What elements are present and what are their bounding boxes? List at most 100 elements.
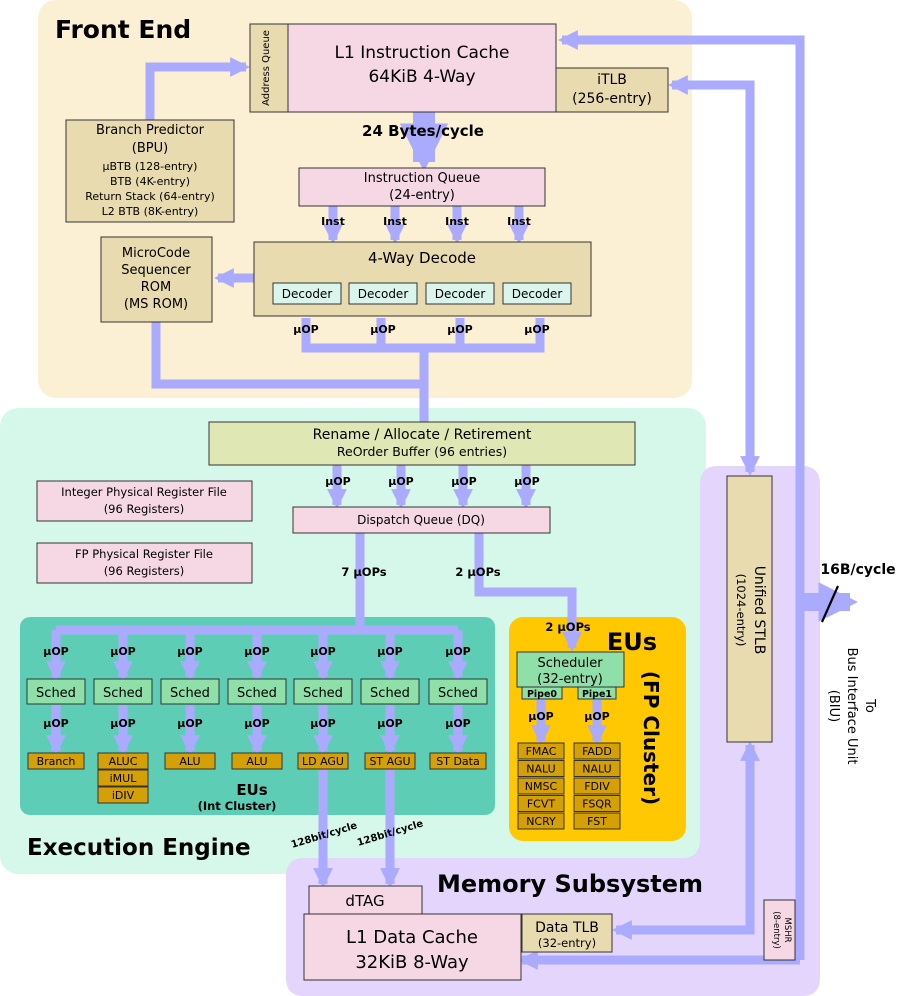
pipe1-box xyxy=(577,686,617,700)
int-sched-box xyxy=(360,678,420,705)
rob-uop-label: µOP xyxy=(388,475,414,488)
fp-scheduler-box xyxy=(516,651,625,688)
int-exec-unit xyxy=(27,752,85,770)
fp-exec-unit-label: FMAC xyxy=(526,745,557,758)
itlb-title: iTLB xyxy=(597,72,627,88)
fp-prf-title: FP Physical Register File xyxy=(75,547,213,561)
int-cluster-units: µOPSchedµOPBranchµOPSchedµOPALUCiMULiDIV… xyxy=(26,645,488,804)
fp-exec-unit xyxy=(517,777,565,795)
fp-exec-unit-label: NMSC xyxy=(525,780,558,793)
l1-instruction-cache-box xyxy=(287,23,557,113)
fp-prf-size: (96 Registers) xyxy=(104,564,185,578)
mshr-title: MSHR xyxy=(782,917,792,942)
int-exec-unit xyxy=(429,752,487,770)
int-exec-unit-label: LD AGU xyxy=(302,755,344,768)
int-cluster-title: EUs xyxy=(236,781,267,799)
address-queue-label: Address Queue xyxy=(261,30,272,106)
address-queue-box xyxy=(249,23,289,113)
fp-exec-unit-label: FST xyxy=(587,815,607,828)
int-sched-label: Sched xyxy=(103,686,143,701)
int-prf-box xyxy=(36,480,253,522)
biu-line: Bus Interface Unit xyxy=(844,648,859,765)
int-uop-label: µOP xyxy=(177,717,203,730)
int-uop-label: µOP xyxy=(110,717,136,730)
instruction-queue-box xyxy=(298,167,546,207)
int-uop-label: µOP xyxy=(310,717,336,730)
fp-cluster-title: EUs xyxy=(607,628,657,656)
inst-label: Inst xyxy=(445,215,469,228)
decoder-label: Decoder xyxy=(512,287,563,301)
fp-scheduler-title: Scheduler xyxy=(537,656,603,671)
int-uop-label: µOP xyxy=(377,717,403,730)
int-uop-label: µOP xyxy=(43,717,69,730)
branch-predictor-box xyxy=(65,119,235,223)
int-exec-unit-label: ALU xyxy=(179,755,200,768)
int-uop-label: µOP xyxy=(445,717,471,730)
ms-rom-box xyxy=(100,236,213,323)
int-uop-label: µOP xyxy=(110,645,136,658)
int-uop-label: µOP xyxy=(43,645,69,658)
fp-exec-unit-label: FDIV xyxy=(584,780,610,793)
int-sched-label: Sched xyxy=(237,686,277,701)
rob-uop-label: µOP xyxy=(325,475,351,488)
memory-subsystem-title: Memory Subsystem xyxy=(437,870,703,898)
ms-rom-line: Sequencer xyxy=(121,263,191,278)
fetch-rate-label: 24 Bytes/cycle xyxy=(362,122,484,140)
int-exec-unit xyxy=(297,752,349,770)
front-end-title: Front End xyxy=(55,15,191,44)
int-uop-label: µOP xyxy=(310,645,336,658)
decoder-box xyxy=(502,282,572,305)
int-sched-box xyxy=(227,678,287,705)
int-uop-label: µOP xyxy=(244,717,270,730)
bpu-btb: BTB (4K-entry) xyxy=(110,175,190,188)
fp-exec-unit xyxy=(517,812,565,830)
itlb-size: (256-entry) xyxy=(572,91,652,107)
int-uop-label: µOP xyxy=(177,645,203,658)
bpu-title: Branch Predictor xyxy=(96,123,205,138)
ms-rom-line: MicroCode xyxy=(122,246,190,261)
l1d-size: 32KiB 8-Way xyxy=(355,952,469,973)
fp-dispatch-rate: 2 µOPs xyxy=(455,565,500,579)
int-exec-unit xyxy=(97,752,149,770)
fp-exec-unit xyxy=(573,742,621,760)
ms-rom-line: (MS ROM) xyxy=(124,297,188,312)
decoder-label: Decoder xyxy=(282,287,333,301)
int-sched-label: Sched xyxy=(170,686,210,701)
iq-title: Instruction Queue xyxy=(364,171,480,186)
ms-rom-line: ROM xyxy=(141,280,171,295)
biu-line: (BIU) xyxy=(826,690,841,722)
decoder-label: Decoder xyxy=(358,287,409,301)
decode-uop-label: µOP xyxy=(293,323,319,336)
bpu-return-stack: Return Stack (64-entry) xyxy=(85,190,215,203)
fp-exec-unit xyxy=(573,795,621,812)
fp-exec-unit-label: NALU xyxy=(582,763,611,776)
int-exec-unit xyxy=(231,752,283,770)
bpu-subtitle: (BPU) xyxy=(132,141,168,156)
int-exec-unit xyxy=(364,752,416,770)
int-uop-label: µOP xyxy=(244,645,270,658)
pipe0-label: Pipe0 xyxy=(527,689,557,700)
int-exec-unit-label: iMUL xyxy=(110,772,138,785)
fp-exec-unit xyxy=(573,812,621,830)
fp-exec-unit xyxy=(517,760,565,777)
int-sched-label: Sched xyxy=(303,686,343,701)
fp-exec-unit xyxy=(517,795,565,812)
decode-uop-label: µOP xyxy=(447,323,473,336)
int-uop-label: µOP xyxy=(377,645,403,658)
int-sched-box xyxy=(26,678,86,705)
bus-width-slash xyxy=(820,585,840,623)
stlb-size: (1024-entry) xyxy=(734,574,748,647)
rob-title: Rename / Allocate / Retirement xyxy=(313,427,532,443)
fp-exec-unit-label: FADD xyxy=(582,745,612,758)
decoder-box xyxy=(348,282,418,305)
int-prf-title: Integer Physical Register File xyxy=(61,485,227,499)
fp-exec-unit-label: NALU xyxy=(526,763,555,776)
unified-stlb-box xyxy=(726,475,773,743)
int-sched-label: Sched xyxy=(438,686,478,701)
int-uop-label: µOP xyxy=(445,645,471,658)
fp-exec-unit-label: NCRY xyxy=(526,815,556,828)
dtlb-box xyxy=(521,913,613,953)
fp-prf-box xyxy=(36,542,253,584)
decoder-box xyxy=(425,282,495,305)
